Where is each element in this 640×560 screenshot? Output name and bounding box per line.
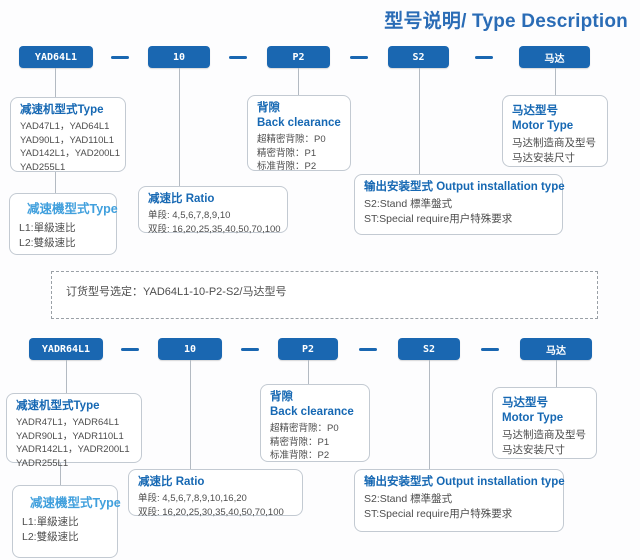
motor-type-box: 马达型号 Motor Type 马达制造商及型号 马达安装尺寸	[492, 387, 597, 459]
dash-separator	[481, 348, 499, 351]
box-title: 减速比 Ratio	[148, 193, 215, 205]
box-line: L1:單級速比	[22, 516, 79, 529]
box-line: S2:Stand 標準盤式	[364, 197, 453, 210]
order-selection-box: 订货型号选定：YAD64L1-10-P2-S2/马达型号	[51, 271, 598, 319]
box-line: L2:雙級速比	[22, 531, 79, 544]
motor-type-box: 马达型号 Motor Type 马达制造商及型号 马达安装尺寸	[502, 95, 608, 167]
box-title: 减速机型式Type	[20, 104, 104, 116]
box-title-en: Motor Type	[512, 119, 574, 132]
box-title: 减速機型式Type	[27, 202, 118, 216]
box-line: 超精密背隙：P0	[257, 133, 326, 145]
box-line: 马达安装尺寸	[512, 152, 575, 165]
dash-separator	[121, 348, 139, 351]
box-title: 输出安装型式 Output installation type	[364, 181, 565, 193]
box-title-zh: 背隙	[270, 391, 293, 403]
box-line: 标准背隙：P2	[257, 161, 317, 173]
box-line: YAD255L1	[20, 162, 66, 174]
connector-line	[298, 68, 299, 95]
box-line: YAD142L1，YAD200L1	[20, 148, 120, 160]
box-line: YAD47L1，YAD64L1	[20, 120, 110, 132]
dash-separator	[350, 56, 368, 59]
output-installation-box: 输出安装型式 Output installation type S2:Stand…	[354, 174, 565, 235]
connector-line	[55, 68, 56, 97]
box-line: 马达制造商及型号	[512, 136, 596, 149]
box-title: 减速機型式Type	[30, 496, 121, 510]
box-line: YADR90L1，YADR110L1	[16, 430, 124, 442]
connector-line	[60, 463, 61, 485]
connector-line	[66, 360, 67, 393]
connector-line	[308, 360, 309, 384]
dash-separator	[241, 348, 259, 351]
box-line: 超精密背隙：P0	[270, 422, 339, 434]
connector-line	[55, 172, 56, 193]
box-line: YADR47L1，YADR64L1	[16, 416, 120, 428]
box-line: 标准背隙：P2	[270, 450, 330, 462]
code-box-ratio: 10	[158, 338, 222, 360]
box-line: 双段: 16,20,25,35,40,50,70,100	[148, 223, 281, 235]
box-title-zh: 马达型号	[512, 105, 558, 117]
connector-line	[556, 360, 557, 387]
dash-separator	[475, 56, 493, 59]
stage-type-box: 减速機型式Type L1:單級速比 L2:雙級速比	[9, 193, 118, 255]
ratio-box: 减速比 Ratio 单段: 4,5,6,7,8,9,10,16,20 双段: 1…	[128, 469, 303, 518]
stage-type-box: 减速機型式Type L1:單級速比 L2:雙級速比	[12, 485, 121, 558]
code-box-clearance: P2	[278, 338, 338, 360]
box-title-zh: 背隙	[257, 102, 280, 114]
code-box-ratio: 10	[148, 46, 210, 68]
order-selection-text: 订货型号选定：YAD64L1-10-P2-S2/马达型号	[66, 286, 287, 298]
dash-separator	[229, 56, 247, 59]
box-title: 输出安装型式 Output installation type	[364, 476, 565, 488]
code-box-install: S2	[398, 338, 460, 360]
code-box-motor: 马达	[520, 338, 592, 360]
connector-line	[429, 360, 430, 469]
box-title-en: Motor Type	[502, 411, 564, 424]
back-clearance-box: 背隙 Back clearance 超精密背隙：P0 精密背隙：P1 标准背隙：…	[247, 95, 351, 173]
box-line: YADR255L1	[16, 458, 69, 470]
box-line: YAD90L1，YAD110L1	[20, 134, 115, 146]
reducer-type-box: 减速机型式Type YAD47L1，YAD64L1 YAD90L1，YAD110…	[10, 97, 126, 174]
box-line: YADR142L1，YADR200L1	[16, 444, 130, 456]
code-box-model: YADR64L1	[29, 338, 103, 360]
box-title-en: Back clearance	[270, 405, 354, 418]
box-line: 精密背隙：P1	[257, 147, 317, 159]
reducer-type-box: 减速机型式Type YADR47L1，YADR64L1 YADR90L1，YAD…	[6, 393, 142, 469]
box-line: S2:Stand 標準盤式	[364, 492, 453, 505]
box-line: 单段: 4,5,6,7,8,9,10,16,20	[138, 492, 247, 504]
code-box-install: S2	[388, 46, 449, 68]
box-line: 双段: 16,20,25,30,35,40,50,70,100	[138, 506, 284, 518]
box-line: L1:單級速比	[19, 222, 76, 235]
output-installation-box: 输出安装型式 Output installation type S2:Stand…	[354, 469, 565, 532]
connector-line	[190, 360, 191, 469]
box-title: 减速机型式Type	[16, 400, 100, 412]
box-line: 马达安装尺寸	[502, 444, 565, 457]
box-line: L2:雙級速比	[19, 237, 76, 250]
connector-line	[419, 68, 420, 174]
code-box-motor: 马达	[519, 46, 590, 68]
box-line: ST:Special require用户特殊要求	[364, 213, 513, 226]
dash-separator	[111, 56, 129, 59]
box-line: 单段: 4,5,6,7,8,9,10	[148, 209, 231, 221]
dash-separator	[359, 348, 377, 351]
page-title: 型号说明/ Type Description	[384, 11, 628, 32]
box-line: 马达制造商及型号	[502, 428, 586, 441]
box-title-en: Back clearance	[257, 116, 341, 129]
box-line: 精密背隙：P1	[270, 436, 330, 448]
code-box-model: YAD64L1	[19, 46, 93, 68]
connector-line	[555, 68, 556, 95]
back-clearance-box: 背隙 Back clearance 超精密背隙：P0 精密背隙：P1 标准背隙：…	[260, 384, 370, 462]
ratio-box: 减速比 Ratio 单段: 4,5,6,7,8,9,10 双段: 16,20,2…	[138, 186, 288, 235]
code-box-clearance: P2	[267, 46, 330, 68]
connector-line	[179, 68, 180, 186]
box-title-zh: 马达型号	[502, 397, 548, 409]
box-title: 减速比 Ratio	[138, 476, 205, 488]
box-line: ST:Special require用户特殊要求	[364, 508, 513, 521]
